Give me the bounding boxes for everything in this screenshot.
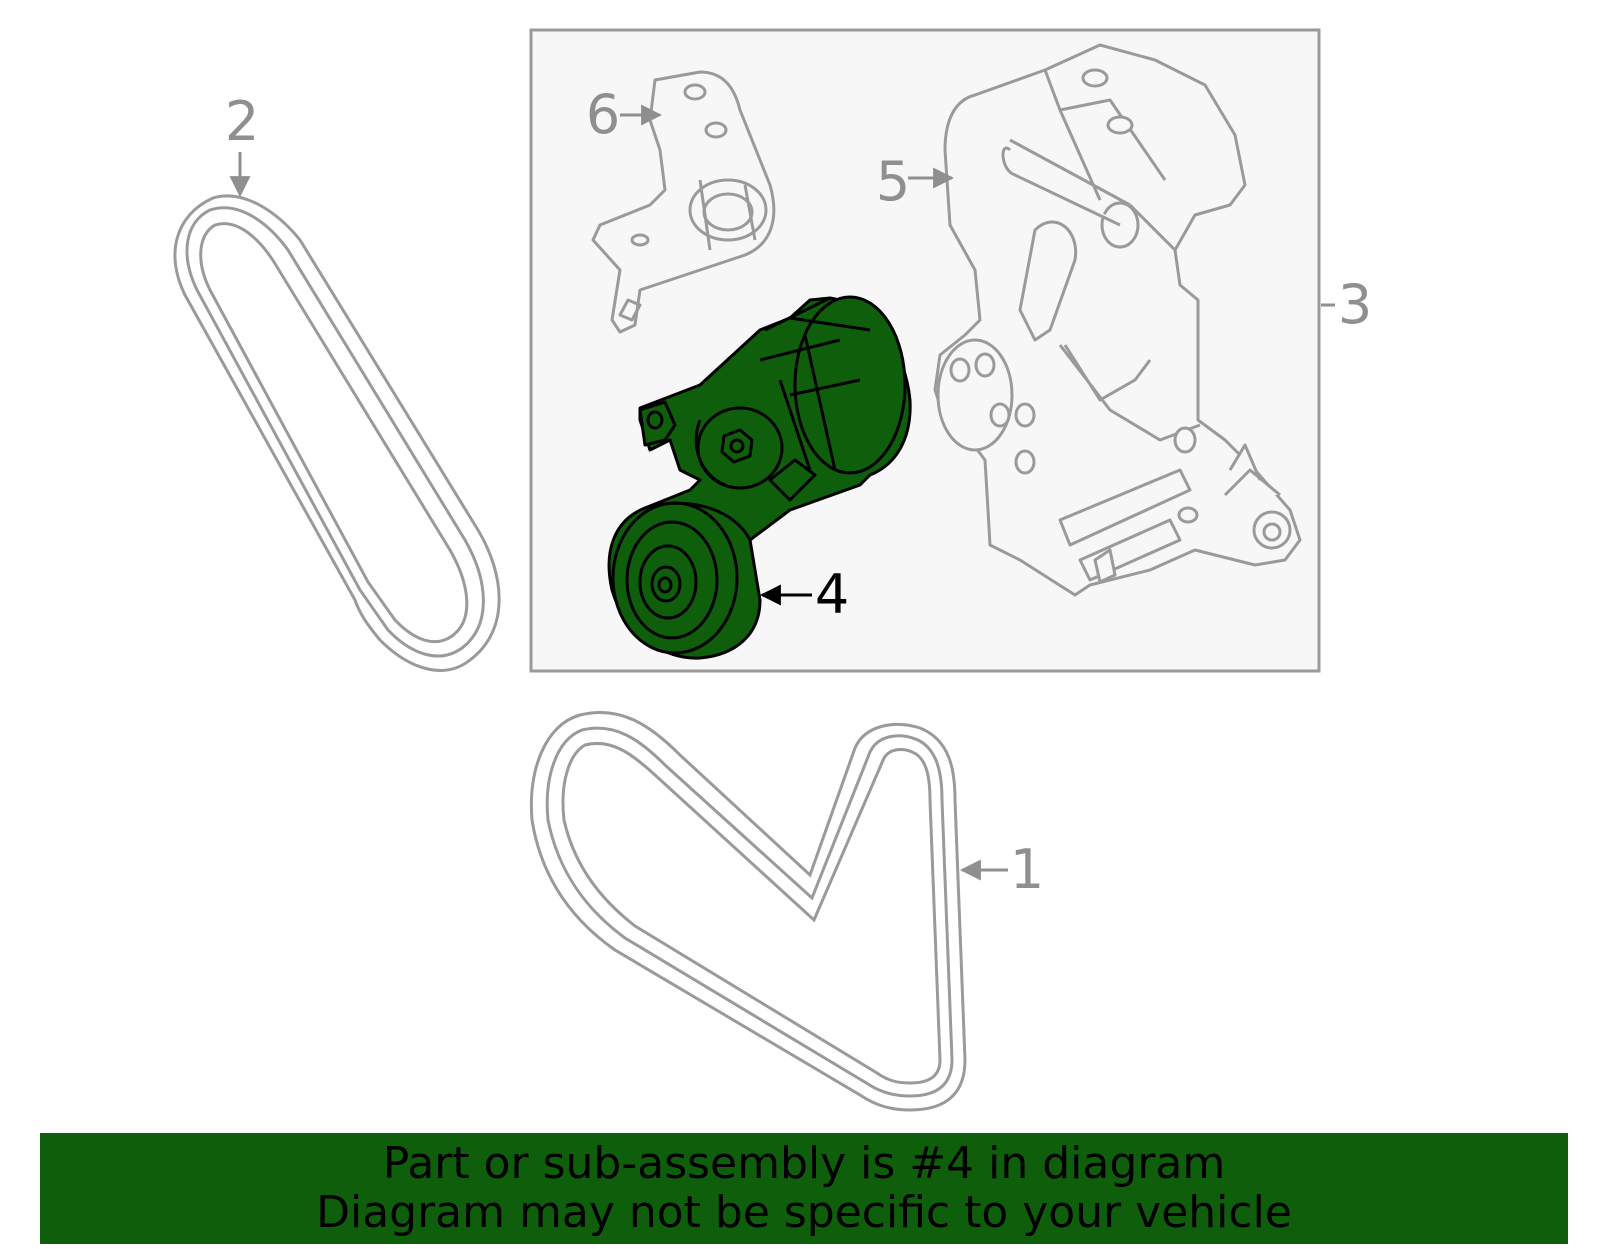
mount-bracket-5[interactable] bbox=[933, 43, 1302, 597]
leader-lines bbox=[229, 104, 1335, 881]
callout-6: 6 bbox=[586, 83, 620, 146]
banner-line-2: Diagram may not be specific to your vehi… bbox=[316, 1187, 1292, 1238]
callout-4: 4 bbox=[815, 563, 849, 626]
belt-1[interactable] bbox=[529, 710, 967, 1112]
info-banner: Part or sub-assembly is #4 in diagram Di… bbox=[40, 1133, 1568, 1244]
tensioner-4[interactable] bbox=[607, 295, 912, 660]
belt-2[interactable] bbox=[173, 194, 501, 672]
banner-line-1: Part or sub-assembly is #4 in diagram bbox=[382, 1138, 1226, 1189]
bracket-6[interactable] bbox=[591, 70, 776, 334]
callout-1: 1 bbox=[1010, 838, 1044, 901]
callout-3: 3 bbox=[1338, 273, 1372, 336]
callout-5: 5 bbox=[876, 150, 910, 213]
callout-2: 2 bbox=[225, 90, 259, 153]
